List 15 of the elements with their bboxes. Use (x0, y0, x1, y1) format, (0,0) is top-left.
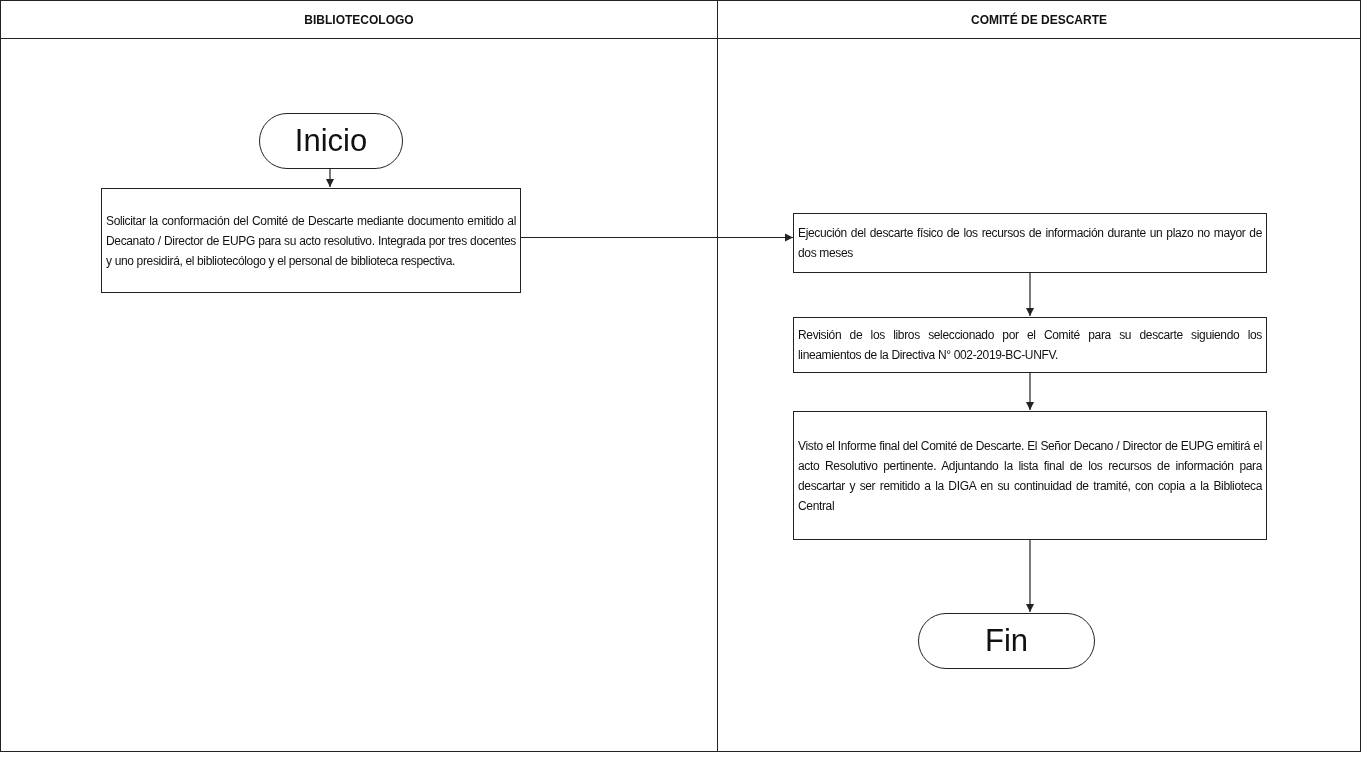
swimlane (0, 0, 718, 752)
arrow (325, 167, 335, 188)
swimlane (718, 0, 1361, 752)
lane-header: BIBLIOTECOLOGO (1, 1, 717, 39)
terminator: Inicio (259, 113, 403, 169)
process-box: Visto el Informe final del Comité de Descarte. El Señor Decano / Director de EUPG emitirá el acto Resolutivo pertinente. Adjuntando la lista final de los recursos de información para descartar y ser remitido a la DIGA en su continuidad de tramité, con copia a la Biblioteca Central (793, 411, 1267, 540)
arrow (1025, 271, 1035, 317)
arrow (1025, 371, 1035, 411)
lane-header: COMITÉ DE DESCARTE (718, 1, 1360, 39)
arrow (519, 233, 794, 242)
terminator: Fin (918, 613, 1095, 669)
arrow (1025, 538, 1035, 613)
process-box: Ejecución del descarte físico de los recursos de información durante un plazo no mayor de dos meses (793, 213, 1267, 273)
process-box: Revisión de los libros seleccionado por el Comité para su descarte siguiendo los lineamientos de la Directiva N° 002-2019-BC-UNFV. (793, 317, 1267, 373)
process-box: Solicitar la conformación del Comité de Descarte mediante documento emitido al Decanato / Director de EUPG para su acto resolutivo. Integrada por tres docentes y uno presidirá, el bibliotecólogo y el personal de biblioteca respectiva. (101, 188, 521, 293)
